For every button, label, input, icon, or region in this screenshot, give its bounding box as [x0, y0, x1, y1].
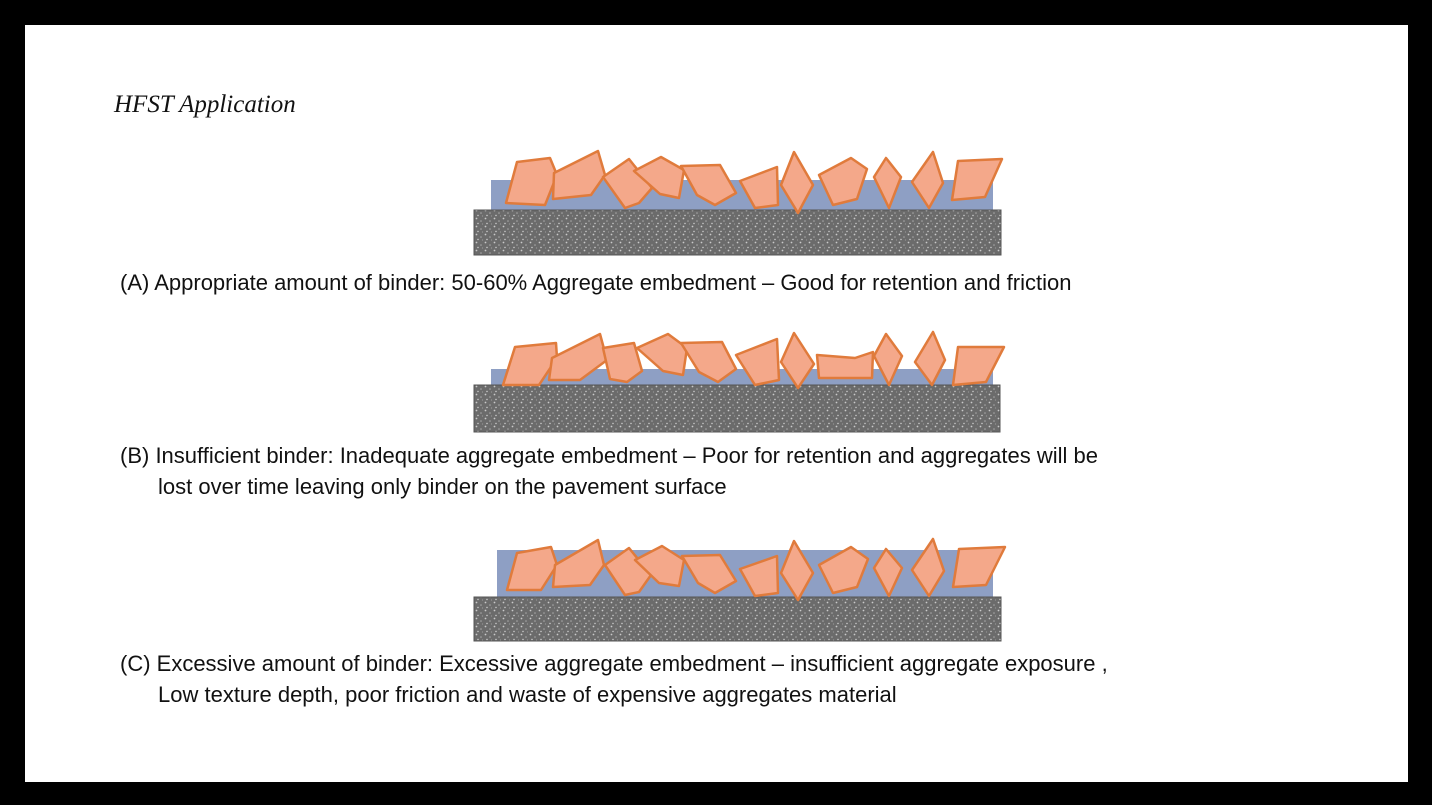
caption-a-line1: (A) Appropriate amount of binder: 50-60%…: [120, 270, 1072, 295]
caption-b-line2: lost over time leaving only binder on th…: [158, 474, 727, 499]
caption-c-line2: Low texture depth, poor friction and was…: [158, 682, 897, 707]
caption-c-line1: (C) Excessive amount of binder: Excessiv…: [120, 651, 1108, 676]
aggregate-particles: [501, 330, 1006, 390]
hfst-cross-sections: [473, 149, 1007, 642]
aggregate-particles: [505, 537, 1007, 602]
caption-c: (C) Excessive amount of binder: Excessiv…: [120, 648, 1108, 710]
figure-title: HFST Application: [114, 91, 296, 118]
caption-a: (A) Appropriate amount of binder: 50-60%…: [120, 267, 1071, 298]
aggregate-particles: [504, 149, 1004, 215]
document-page: HFST Application: [25, 25, 1408, 782]
pavement-layer: [473, 596, 1002, 642]
panel-a-diagram: [473, 149, 1004, 256]
caption-b: (B) Insufficient binder: Inadequate aggr…: [120, 440, 1098, 502]
pavement-layer: [473, 384, 1001, 433]
caption-b-line1: (B) Insufficient binder: Inadequate aggr…: [120, 443, 1099, 468]
pavement-layer: [473, 209, 1002, 256]
panel-c-diagram: [473, 537, 1007, 642]
panel-b-diagram: [473, 330, 1006, 433]
